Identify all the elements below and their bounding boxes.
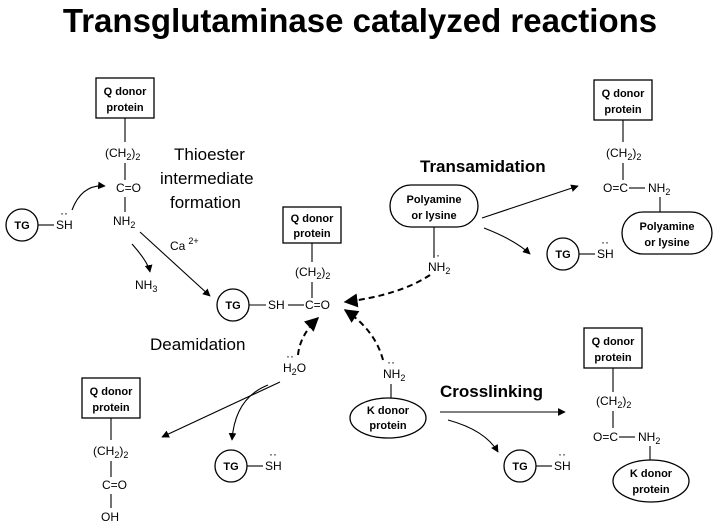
hydroxyl-group: OH [101, 510, 119, 524]
ch2-group: (CH2)2 [295, 265, 330, 281]
deamidation-product: Q donor protein (CH2)2 C=O OH [81, 377, 141, 524]
q-donor-box [593, 79, 653, 121]
q-donor-box [81, 377, 141, 419]
carbonyl-group: C=O [102, 478, 127, 492]
k-donor-label: protein [369, 420, 407, 432]
amide-group: NH2 [113, 214, 135, 230]
carbonyl-group: C=O [116, 181, 141, 195]
amine-group: NH2 [383, 367, 405, 383]
tg-enzyme-right-top: TG SH ·· [546, 235, 614, 271]
amide-group: NH2 [648, 181, 670, 197]
thioester-label: intermediate [160, 169, 254, 188]
tg-label: TG [14, 220, 29, 232]
q-donor-label: protein [293, 228, 331, 240]
polyamine-substrate: Polyamine or lysine NH2 ·· [389, 184, 479, 276]
deamidation-label: Deamidation [150, 335, 245, 354]
tg-enzyme-left: TG SH ·· [5, 181, 106, 242]
page-title: Transglutaminase catalyzed reactions [62, 2, 658, 39]
lone-pair-dots: ·· [387, 355, 395, 369]
transamidation-product-arrow [481, 184, 579, 219]
thioester-label: Thioester [174, 145, 245, 164]
thioester-intermediate: Q donor protein (CH2)2 TG SH C=O [216, 206, 342, 322]
carbonyl-group: O=C [603, 181, 628, 195]
polyamine-box [621, 211, 713, 255]
lysine-attack-arrow [343, 309, 384, 361]
q-donor-box [282, 206, 342, 244]
thioester-sulfur: SH [268, 298, 285, 312]
k-donor-label: protein [632, 484, 670, 496]
polyamine-label: Polyamine [406, 194, 461, 206]
q-donor-label: Q donor [90, 386, 133, 398]
transamidation-product: Q donor protein (CH2)2 O=C NH2 Polyamine… [593, 79, 713, 255]
crosslinking-label: Crosslinking [440, 382, 543, 401]
tg-label: TG [223, 461, 238, 473]
tg-label: TG [225, 300, 240, 312]
k-donor-ellipse [612, 459, 690, 503]
lone-pair-dots: ·· [286, 349, 294, 363]
lone-pair-dots: ·· [60, 206, 68, 220]
q-donor-label: Q donor [104, 86, 147, 98]
thiol-group: SH [554, 459, 571, 473]
q-donor-label: protein [106, 102, 144, 114]
q-donor-label: Q donor [592, 336, 635, 348]
q-donor-label: Q donor [602, 88, 645, 100]
q-donor-label: protein [92, 402, 130, 414]
ammonia-release-arrow [131, 243, 153, 273]
crosslink-product: Q donor protein (CH2)2 O=C NH2 K donor p… [583, 327, 690, 503]
q-donor-box [95, 77, 155, 119]
amide-group: NH2 [638, 430, 660, 446]
carbonyl-group: O=C [593, 430, 618, 444]
thioester-label: formation [170, 193, 241, 212]
k-donor-label: K donor [367, 405, 410, 417]
k-donor-label: K donor [630, 468, 673, 480]
q-donor-box [583, 327, 643, 369]
lone-pair-dots: ·· [269, 447, 277, 461]
k-donor-substrate: NH2 ·· K donor protein [349, 355, 427, 439]
thiol-group: SH [597, 247, 614, 261]
tg-release-arrow [228, 384, 269, 441]
ch2-group: (CH2)2 [606, 146, 641, 162]
amine-attack-arrow [343, 274, 431, 308]
thiol-group: SH [56, 218, 73, 232]
reaction-arrow [139, 231, 211, 297]
amine-group: NH2 [428, 260, 450, 276]
tg-label: TG [555, 249, 570, 261]
tg-label: TG [512, 461, 527, 473]
q-donor-label: protein [594, 352, 632, 364]
lone-pair-dots: ·· [601, 235, 609, 249]
polyamine-label: Polyamine [639, 221, 694, 233]
ammonia-product: NH3 [135, 278, 157, 294]
ch2-group: (CH2)2 [93, 444, 128, 460]
lone-pair-dots: ·· [558, 447, 566, 461]
polyamine-label: or lysine [411, 210, 456, 222]
thiol-group: SH [265, 459, 282, 473]
water-molecule: H2O [283, 361, 306, 377]
polyamine-label: or lysine [644, 237, 689, 249]
ch2-group: (CH2)2 [105, 146, 140, 162]
lone-pair-dots: ·· [432, 248, 440, 262]
tg-enzyme-right-bottom: TG SH ·· [503, 447, 571, 483]
transamidation-label: Transamidation [420, 157, 546, 176]
carbonyl-group: C=O [305, 298, 330, 312]
q-donor-label: protein [604, 104, 642, 116]
deamidation-product-arrow [161, 381, 281, 438]
nucleophilic-attack-arrow [71, 181, 106, 211]
k-donor-ellipse [349, 397, 427, 439]
tg-release-arrow [447, 419, 499, 453]
tg-release-arrow [483, 227, 531, 255]
water-attack-arrow [297, 317, 320, 356]
ch2-group: (CH2)2 [596, 394, 631, 410]
tg-enzyme-regenerated: TG SH ·· [214, 447, 282, 483]
q-donor-substrate: Q donor protein (CH2)2 C=O NH2 [95, 77, 155, 230]
q-donor-label: Q donor [291, 213, 334, 225]
